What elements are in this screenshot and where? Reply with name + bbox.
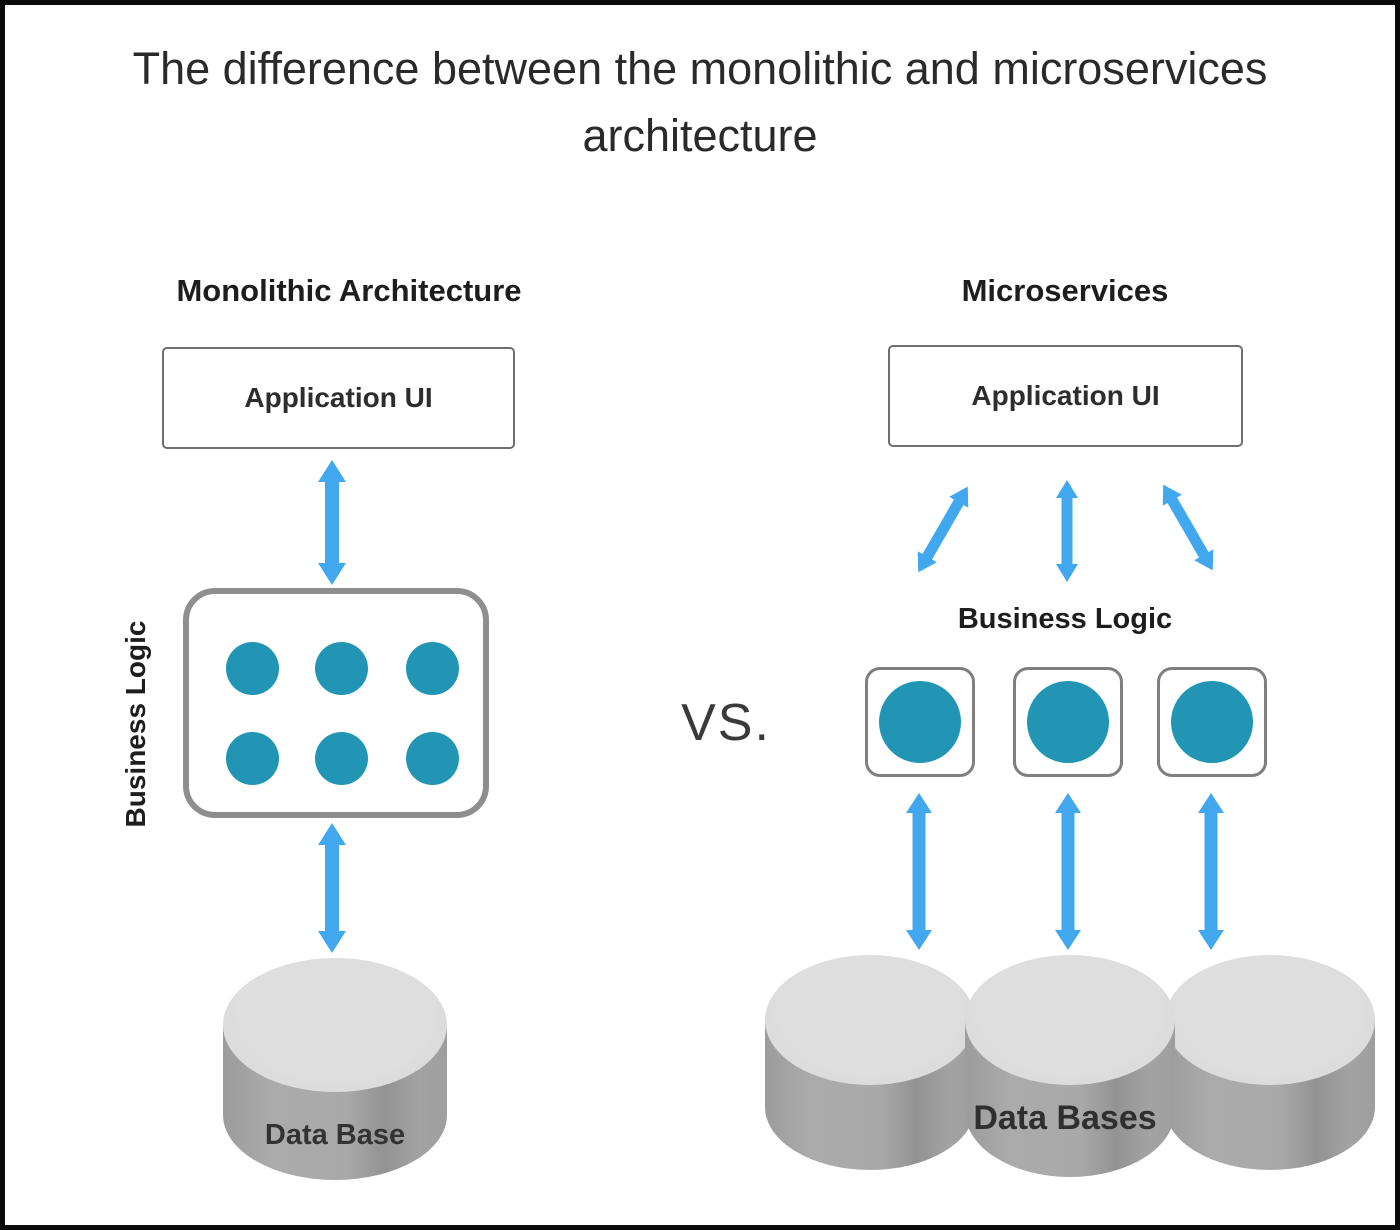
micro-service-db-arrow [1052,793,1084,950]
microservice-box [865,667,975,777]
arrow-up-icon [318,460,346,482]
micro-ui-fan-arrow-left [905,479,980,580]
monolithic-database-cylinder: Data Base [223,958,447,1180]
arrow-up-icon [1198,793,1224,813]
service-dot [315,642,368,695]
micro-ui-fan-arrow-middle [1052,480,1082,582]
arrow-up-icon [318,823,346,845]
title-line-1: The difference between the monolithic an… [132,43,1268,94]
vs-label: VS. [681,694,771,752]
arrow-down-icon [906,930,932,950]
micro-service-db-arrow [1195,793,1227,950]
monolithic-logic-db-arrow [315,823,349,953]
service-dot [1027,681,1109,763]
arrow-up-icon [906,793,932,813]
arrow-down-icon [318,563,346,585]
arrow-down-icon [1056,564,1078,582]
microservices-heading: Microservices [961,273,1169,308]
cylinder-top [223,958,447,1092]
arrow-shaft [1165,494,1211,561]
micro-database-cylinder-right [1165,955,1375,1170]
cylinder-top [765,955,975,1085]
monolithic-app-ui-label: Application UI [244,382,433,413]
arrow-up-icon [1056,480,1078,498]
micro-database-cylinder-middle [965,955,1175,1177]
service-dot [226,642,279,695]
arrow-down-icon [1055,930,1081,950]
arrow-up-icon [1055,793,1081,813]
arrow-down-icon [1198,930,1224,950]
monolithic-heading: Monolithic Architecture [176,273,522,308]
arrow-shaft [1061,495,1073,567]
arrow-shaft [912,810,926,933]
micro-service-db-arrow [903,793,935,950]
monolithic-app-ui-box: Application UI [162,347,515,449]
arrow-shaft [325,841,339,935]
service-dot [1171,681,1253,763]
service-dot [406,732,459,785]
arrow-shaft [920,496,966,563]
diagram-title: The difference between the monolithic an… [5,35,1395,169]
title-line-2: architecture [582,110,818,161]
microservice-box [1157,667,1267,777]
arrow-down-icon [318,931,346,953]
arrow-shaft [1061,810,1075,933]
service-dot [315,732,368,785]
monolithic-ui-logic-arrow [315,460,349,585]
service-dot [226,732,279,785]
arrow-shaft [1204,810,1218,933]
microservices-app-ui-label: Application UI [971,380,1160,411]
microservices-business-logic-label: Business Logic [957,603,1173,635]
monolithic-business-logic-box [183,588,489,818]
cylinder-top [965,955,1175,1085]
microservices-databases-label: Data Bases [973,1099,1157,1137]
micro-ui-fan-arrow-right [1150,477,1225,578]
monolithic-database-label: Data Base [264,1119,406,1151]
service-dot [879,681,961,763]
micro-database-cylinder-left [765,955,975,1170]
arrow-shaft [325,478,339,567]
monolithic-business-logic-label: Business Logic [120,620,151,828]
microservices-app-ui-box: Application UI [888,345,1243,447]
cylinder-top [1165,955,1375,1085]
service-dot [406,642,459,695]
microservice-box [1013,667,1123,777]
